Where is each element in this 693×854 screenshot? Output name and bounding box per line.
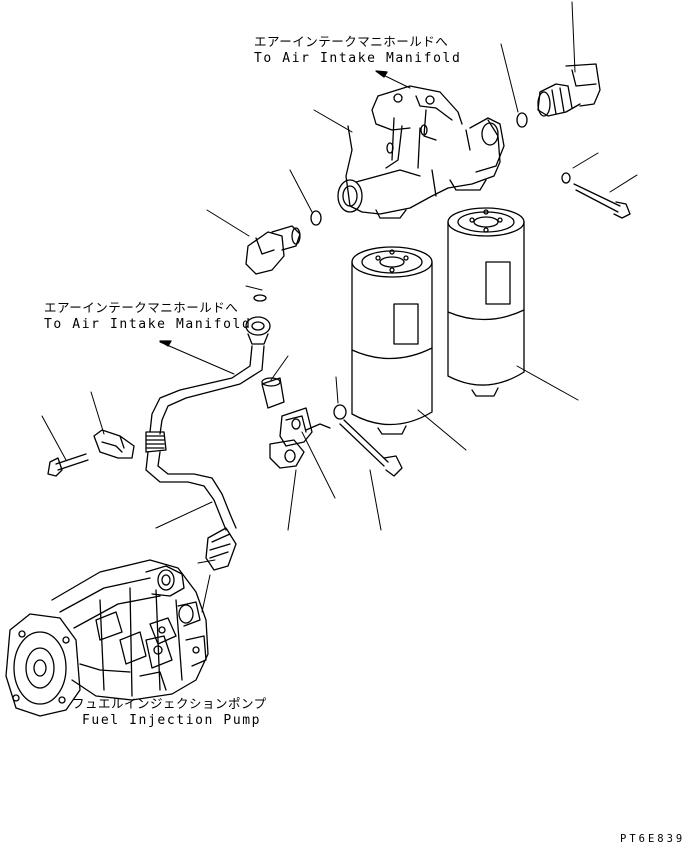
air-intake-top-jp-label: エアーインテークマニホールドへ (254, 34, 449, 49)
o-ring-small (253, 294, 267, 302)
filter-head (337, 85, 505, 219)
leader-lines (41, 1, 638, 613)
clamp-middle (269, 439, 305, 469)
washer-middle (333, 404, 347, 420)
bolt-right (573, 183, 631, 219)
air-intake-mid-en-label: To Air Intake Manifold (44, 317, 252, 332)
fuel-injection-pump (5, 559, 209, 717)
spacer-pipe (261, 377, 285, 409)
fuel-injection-pump-jp-label: フュエルインジェクションポンプ (72, 696, 267, 711)
elbow-fitting-top (537, 63, 601, 117)
washer-right (561, 172, 571, 184)
o-ring-top (516, 112, 528, 128)
arrow-to-air-intake-mid (159, 340, 172, 347)
bracket-middle (279, 407, 331, 447)
fuel-pipe (145, 316, 271, 571)
bolt-middle (339, 419, 403, 477)
fuel-injection-pump-en-label: Fuel Injection Pump (82, 713, 262, 728)
bolt-left (47, 453, 89, 477)
air-intake-mid-jp-label: エアーインテークマニホールドへ (44, 300, 239, 315)
air-intake-top-en-label: To Air Intake Manifold (254, 51, 462, 66)
drawing-code: PT6E839 (620, 833, 686, 845)
arrow-to-air-intake-top (375, 70, 388, 78)
o-ring-middle (310, 210, 322, 226)
clip-left (93, 429, 135, 459)
filter-cartridge-left (351, 246, 433, 435)
filter-cartridge-right (447, 207, 525, 397)
elbow-fitting-middle (245, 225, 301, 275)
